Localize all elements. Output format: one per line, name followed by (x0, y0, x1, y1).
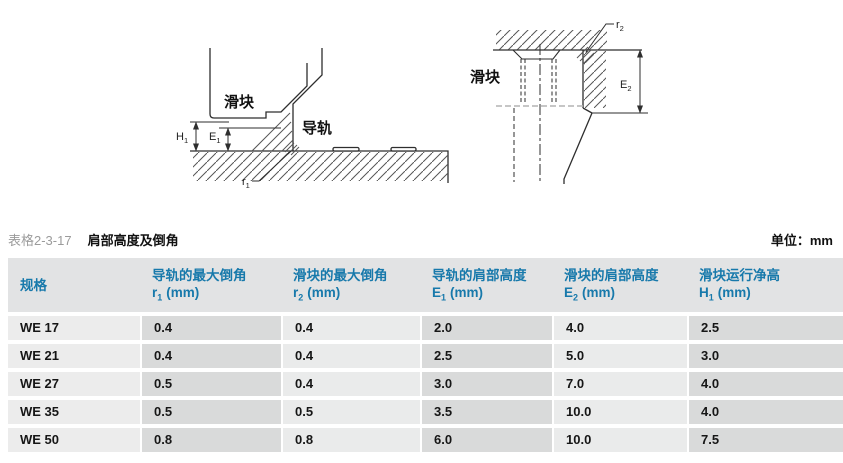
value-cell: 0.4 (281, 372, 420, 396)
slider-lower-contour (563, 107, 593, 184)
column-header-symbol: H1(mm) (699, 285, 751, 303)
column-header-symbol: E2(mm) (564, 285, 616, 303)
spec-table: 规格 导轨的最大倒角 r1(mm) 滑块的最大倒角 r2(mm) 导轨的肩部高度… (8, 258, 843, 452)
column-header-r1: 导轨的最大倒角 r1(mm) (140, 258, 281, 312)
column-header-symbol: r1(mm) (152, 285, 200, 303)
screw-thread-lines (520, 59, 557, 103)
column-header-symbol: E1(mm) (432, 285, 484, 303)
value-cell: 3.5 (420, 400, 552, 424)
base-shim (390, 146, 417, 152)
dim-h1 (190, 121, 229, 152)
value-cell: 0.4 (140, 344, 281, 368)
bore-hatch (584, 51, 606, 108)
value-cell: 10.0 (552, 428, 687, 452)
value-cell: 3.0 (420, 372, 552, 396)
spec-cell: WE 35 (8, 400, 140, 424)
column-header-label: 导轨的肩部高度 (432, 268, 527, 283)
column-header-label: 滑块运行净高 (699, 268, 780, 283)
table-row: WE 35 0.5 0.5 3.5 10.0 4.0 (8, 400, 843, 424)
value-cell: 0.8 (281, 428, 420, 452)
value-cell: 0.4 (281, 344, 420, 368)
dim-r1-label: r1 (242, 176, 250, 190)
r2-chamfer-ticks (576, 46, 595, 65)
rail-label: 导轨 (302, 119, 332, 137)
base-hatch (193, 152, 448, 181)
dim-e2 (592, 49, 648, 114)
rail-corner-hatch (251, 112, 294, 152)
slider-label-left: 滑块 (224, 94, 255, 111)
value-cell: 7.5 (687, 428, 843, 452)
slider-outline (209, 48, 308, 119)
spec-cell: WE 50 (8, 428, 140, 452)
table-row: WE 17 0.4 0.4 2.0 4.0 2.5 (8, 316, 843, 340)
screw-countersink (512, 49, 561, 60)
table-header-row: 规格 导轨的最大倒角 r1(mm) 滑块的最大倒角 r2(mm) 导轨的肩部高度… (8, 258, 843, 312)
unit-label: 单位：mm (770, 233, 833, 248)
column-header-label: 规格 (20, 277, 47, 293)
dim-e1 (219, 127, 281, 152)
dim-e1-label: E1 (209, 131, 221, 145)
table-title: 肩部高度及倒角 (87, 233, 179, 248)
value-cell: 2.0 (420, 316, 552, 340)
value-cell: 0.5 (281, 400, 420, 424)
value-cell: 0.5 (140, 400, 281, 424)
table-row: WE 21 0.4 0.4 2.5 5.0 3.0 (8, 344, 843, 368)
value-cell: 0.4 (140, 316, 281, 340)
dim-r2-leader (585, 23, 614, 53)
value-cell: 3.0 (687, 344, 843, 368)
table-tag: 表格2-3-17 (8, 233, 72, 248)
table-caption: 表格2-3-17 肩部高度及倒角 单位：mm (8, 230, 833, 249)
slider-label-right: 滑块 (470, 69, 501, 86)
table-row: WE 27 0.5 0.4 3.0 7.0 4.0 (8, 372, 843, 396)
value-cell: 7.0 (552, 372, 687, 396)
column-header-label: 滑块的最大倒角 (293, 268, 388, 283)
spec-cell: WE 27 (8, 372, 140, 396)
dim-r1-leader (252, 150, 292, 182)
value-cell: 5.0 (552, 344, 687, 368)
column-header-spec: 规格 (8, 258, 140, 312)
dim-e2-label: E2 (620, 79, 632, 93)
value-cell: 2.5 (687, 316, 843, 340)
dim-r2-label: r2 (616, 19, 624, 33)
value-cell: 6.0 (420, 428, 552, 452)
value-cell: 0.4 (281, 316, 420, 340)
column-header-e1: 导轨的肩部高度 E1(mm) (420, 258, 552, 312)
base-shim (332, 146, 360, 152)
column-header-label: 导轨的最大倒角 (152, 268, 247, 283)
table-row: WE 50 0.8 0.8 6.0 10.0 7.5 (8, 428, 843, 452)
value-cell: 4.0 (687, 372, 843, 396)
column-header-r2: 滑块的最大倒角 r2(mm) (281, 258, 420, 312)
spec-cell: WE 17 (8, 316, 140, 340)
right-diagram (493, 23, 648, 184)
column-header-label: 滑块的肩部高度 (564, 268, 659, 283)
value-cell: 10.0 (552, 400, 687, 424)
left-diagram (190, 48, 449, 183)
column-header-h1: 滑块运行净高 H1(mm) (687, 258, 843, 312)
dim-h1-label: H1 (176, 131, 188, 145)
spec-cell: WE 21 (8, 344, 140, 368)
value-cell: 4.0 (687, 400, 843, 424)
technical-diagrams: H1 E1 r1 滑块 导轨 (176, 19, 648, 190)
mount-hatch (496, 30, 607, 50)
value-cell: 0.5 (140, 372, 281, 396)
value-cell: 4.0 (552, 316, 687, 340)
value-cell: 0.8 (140, 428, 281, 452)
value-cell: 2.5 (420, 344, 552, 368)
column-header-symbol: r2(mm) (293, 285, 341, 303)
rail-outline (292, 48, 323, 151)
column-header-e2: 滑块的肩部高度 E2(mm) (552, 258, 687, 312)
